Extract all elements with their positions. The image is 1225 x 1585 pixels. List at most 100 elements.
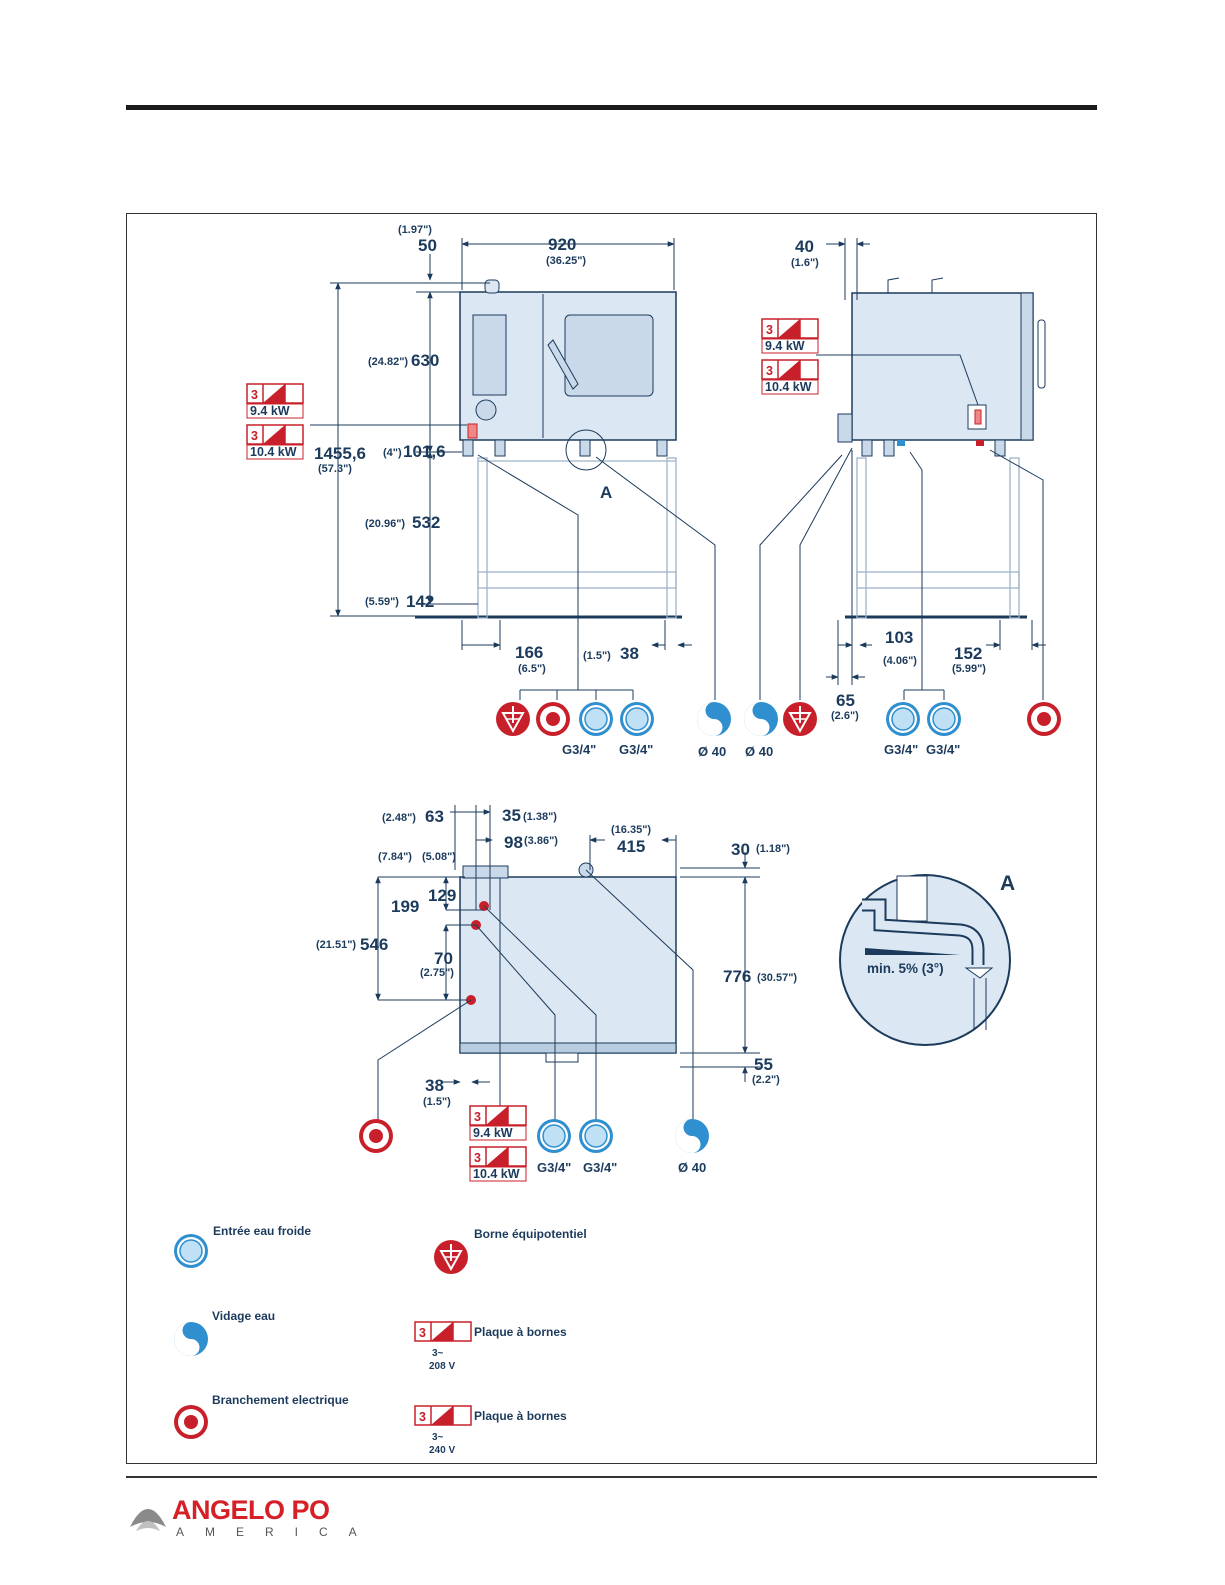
drain-icon <box>675 1119 709 1153</box>
brand-name: ANGELO PO <box>172 1495 330 1525</box>
svg-text:9.4 kW: 9.4 kW <box>765 339 805 353</box>
legend-drain-icon <box>174 1322 208 1356</box>
dim-65: 65 <box>836 691 855 710</box>
equipotential-icon <box>495 701 531 737</box>
dim-40-inch: (1.6") <box>791 257 819 269</box>
electric-connection-icon <box>359 1119 393 1153</box>
plate-top-2: 3 10.4 kW <box>469 1146 527 1182</box>
svg-text:3: 3 <box>419 1410 426 1424</box>
dim-35-inch: (1.38") <box>523 811 557 823</box>
svg-text:3: 3 <box>474 1151 481 1165</box>
dim-129: 129 <box>428 886 456 905</box>
svg-text:3: 3 <box>251 388 258 402</box>
water-inlet-label: G3/4" <box>562 742 596 757</box>
svg-text:3~: 3~ <box>432 1348 444 1359</box>
water-inlet-icon <box>619 701 655 737</box>
dim-546: 546 <box>360 935 388 954</box>
dim-1455: 1455,6 <box>314 444 366 463</box>
svg-text:3: 3 <box>474 1110 481 1124</box>
oven-body-side <box>851 292 1034 441</box>
dim-142-inch: (5.59") <box>365 596 399 608</box>
drain-label: Ø 40 <box>698 744 726 759</box>
dim-532-inch: (20.96") <box>365 518 405 530</box>
plate-side-1: 3 9.4 kW <box>761 318 819 354</box>
dim-630-inch: (24.82") <box>368 356 408 368</box>
water-inlet-icon <box>578 701 614 737</box>
legend-terminal-208: 3 <box>414 1321 472 1342</box>
dim-776: 776 <box>723 967 751 986</box>
svg-text:3: 3 <box>251 429 258 443</box>
dim-920-inch: (36.25") <box>546 255 586 267</box>
dim-415: 415 <box>617 837 645 856</box>
svg-text:9.4 kW: 9.4 kW <box>473 1126 513 1140</box>
dim-199: 199 <box>391 897 419 916</box>
plate-side-2: 3 10.4 kW <box>761 359 819 395</box>
dim-30: 30 <box>731 840 750 859</box>
legend-cold-water: Entrée eau froide <box>213 1224 311 1238</box>
dim-55-inch: (2.2") <box>752 1074 780 1086</box>
dim-70-inch: (2.75") <box>420 967 454 979</box>
drain-icon <box>697 702 731 736</box>
dim-98-inch: (3.86") <box>524 835 558 847</box>
slope-label: min. 5% (3°) <box>867 961 944 976</box>
dim-65-inch: (2.6") <box>831 710 859 722</box>
footer-rule <box>126 1476 1097 1478</box>
plate-front-1: 3 9.4 kW <box>246 383 304 419</box>
legend-terminal-1: Plaque à bornes <box>474 1325 567 1339</box>
dim-415-inch: (16.35") <box>611 824 651 836</box>
dim-38-top: 38 <box>425 1076 444 1095</box>
brand-logo: ANGELO PO AMERICA <box>126 1493 357 1543</box>
svg-text:9.4 kW: 9.4 kW <box>250 404 290 418</box>
legend-terminal-240: 3 <box>414 1405 472 1426</box>
svg-text:10.4 kW: 10.4 kW <box>473 1167 520 1181</box>
dim-129-inch: (5.08") <box>422 851 456 863</box>
dim-166: 166 <box>515 643 543 662</box>
dim-630: 630 <box>411 351 439 370</box>
dim-38-top-inch: (1.5") <box>423 1096 451 1108</box>
dim-98: 98 <box>504 833 523 852</box>
dim-546-inch: (21.51") <box>316 939 356 951</box>
water-inlet-label: G3/4" <box>926 742 960 757</box>
dim-35: 35 <box>502 806 521 825</box>
legend-electric: Branchement electrique <box>212 1393 349 1407</box>
brand-sub: AMERICA <box>176 1525 378 1539</box>
dim-199-inch: (7.84") <box>378 851 412 863</box>
water-inlet-label: G3/4" <box>884 742 918 757</box>
legend-equipotential-icon <box>433 1239 469 1275</box>
detail-a: min. 5% (3°) A <box>839 872 1015 1046</box>
electric-connection-icon <box>1027 702 1061 736</box>
dim-101-inch: (4") <box>383 447 402 459</box>
dim-40: 40 <box>795 237 814 256</box>
dim-55: 55 <box>754 1055 773 1074</box>
svg-text:3: 3 <box>766 364 773 378</box>
dim-30-inch: (1.18") <box>756 843 790 855</box>
drain-label: Ø 40 <box>678 1160 706 1175</box>
dim-166-inch: (6.5") <box>518 663 546 675</box>
logo-mark-icon <box>130 1509 166 1531</box>
top-view: (2.48") 63 35 (1.38") 98 (3.86") (16.35"… <box>316 805 797 1182</box>
dim-776-inch: (30.57") <box>757 972 797 984</box>
dim-70: 70 <box>434 949 453 968</box>
legend-electric-icon <box>174 1405 208 1439</box>
legend-drain: Vidage eau <box>212 1309 275 1323</box>
dim-103: 103 <box>885 628 913 647</box>
dim-103-inch: (4.06") <box>883 655 917 667</box>
dim-142: 142 <box>406 592 434 611</box>
plate-top-1: 3 9.4 kW <box>469 1105 527 1141</box>
detail-a-title: A <box>1000 872 1015 895</box>
plate-front-2: 3 10.4 kW <box>246 424 304 460</box>
legend-equipotential: Borne équipotentiel <box>474 1227 587 1241</box>
svg-text:3~: 3~ <box>432 1432 444 1443</box>
dim-50: 50 <box>418 236 437 255</box>
svg-text:10.4 kW: 10.4 kW <box>765 380 812 394</box>
legend-terminal-2: Plaque à bornes <box>474 1409 567 1423</box>
svg-text:3: 3 <box>766 323 773 337</box>
legend-water-inlet-icon <box>173 1233 209 1269</box>
legend-208v: 208 V <box>429 1361 455 1372</box>
front-view: A (1.97") 50 920 (36. <box>246 224 731 759</box>
water-inlet-icon <box>578 1118 614 1154</box>
dim-920: 920 <box>548 235 576 254</box>
dim-101: 101,6 <box>403 442 446 461</box>
dim-63-inch: (2.48") <box>382 812 416 824</box>
